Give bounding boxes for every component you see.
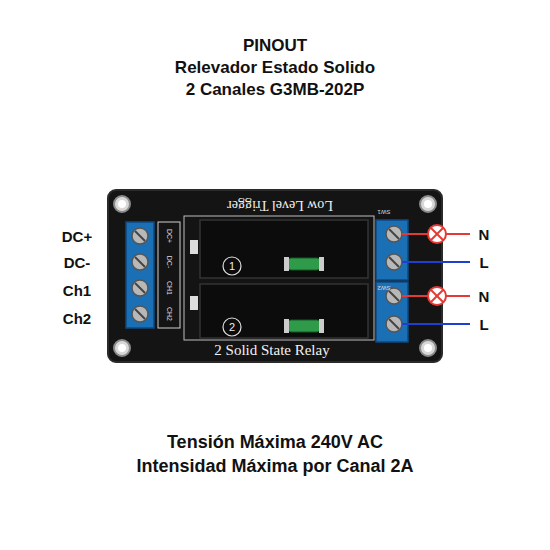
pin-silkscreen: DC+	[166, 229, 173, 243]
pin-silkscreen: DC-	[166, 256, 173, 268]
pin-silkscreen: CH1	[166, 281, 173, 295]
board-silkscreen: 2 Solid State Relay	[214, 342, 329, 359]
board-silkscreen: Low Level Trigger	[227, 197, 333, 213]
channel-number: 2	[229, 321, 235, 333]
rating-note: Intensidad Máxima por Canal 2A	[136, 456, 413, 477]
pin-label: DC-	[64, 254, 91, 271]
wire-label: L	[479, 316, 488, 333]
wire-label: L	[479, 254, 488, 271]
title: PINOUT	[243, 36, 307, 56]
switch-label: SW2	[377, 285, 390, 291]
subtitle: 2 Canales G3MB-202P	[186, 80, 365, 100]
wire-label: N	[479, 288, 490, 305]
wire-label: N	[479, 226, 490, 243]
rating-note: Tensión Máxima 240V AC	[167, 432, 383, 453]
channel-number: 1	[229, 260, 235, 272]
pin-label: Ch1	[63, 282, 91, 299]
subtitle: Relevador Estado Solido	[175, 58, 375, 78]
switch-label: SW1	[377, 209, 390, 215]
pin-label: DC+	[62, 228, 92, 245]
pin-silkscreen: CH2	[166, 307, 173, 321]
pin-label: Ch2	[63, 310, 91, 327]
